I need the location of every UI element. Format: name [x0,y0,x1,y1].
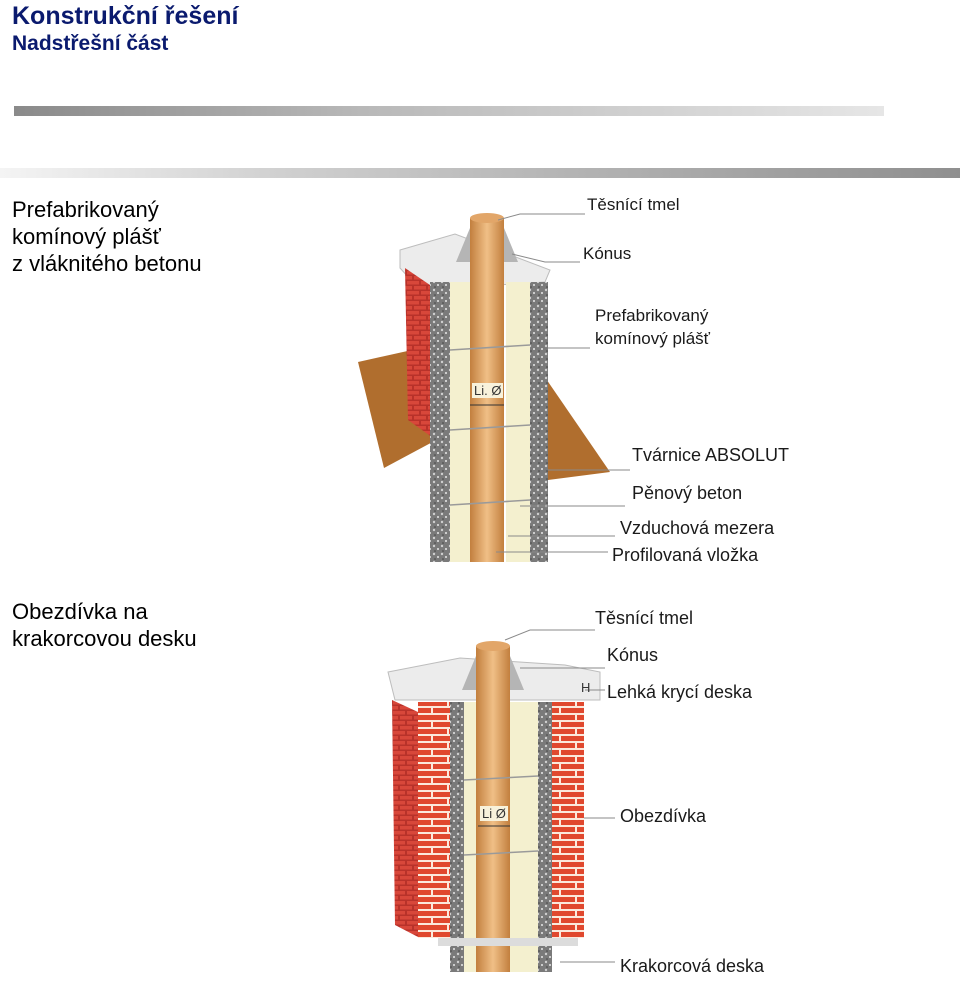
concrete-shell-right-2 [538,702,552,972]
insulation-left-2 [464,702,476,972]
label-sealant: Těsnící tmel [587,195,680,214]
brick-face-left [405,268,436,440]
section1-heading-line: Prefabrikovaný [12,197,159,222]
label-cone-2: Kónus [607,645,659,665]
page-subtitle: Nadstřešní část [12,32,169,55]
label-brick-cladding: Obezdívka [620,806,707,826]
cover-slab-marker: H [581,680,591,695]
label-profiled-liner: Profilovaná vložka [612,545,759,565]
insulation-left [450,282,470,562]
label-shell-line1: Prefabrikovaný [595,306,709,325]
label-light-cover-slab: Lehká krycí deska [607,682,753,702]
cone [456,228,470,262]
brick-cladding-left [418,702,450,938]
section2-heading-line: krakorcovou desku [12,626,197,651]
leader-lines-2 [504,629,615,963]
cone-2 [510,656,524,690]
page-title: Konstrukční řešení [12,2,239,30]
concrete-shell-left [430,282,450,562]
label-corbel-slab: Krakorcová deska [620,956,765,976]
label-cone: Kónus [583,244,632,263]
insulation-right-2 [510,702,538,972]
section2-heading-line: Obezdívka na [12,599,148,624]
flue-pipe-2-top [476,641,510,651]
insulation-right [506,282,530,562]
roof-right [540,370,610,480]
section1-heading: Prefabrikovaný komínový plášť z vláknité… [12,196,202,277]
brick-cladding-right [552,702,584,938]
concrete-shell-left-2 [450,702,464,972]
label-shell-line2: komínový plášť [595,329,711,348]
section1-heading-line: komínový plášť [12,224,161,249]
label-sealant-2: Těsnící tmel [595,608,694,628]
inner-diameter-label: Li. Ø [472,383,504,398]
section2-heading: Obezdívka na krakorcovou desku [12,598,197,652]
concrete-shell-right [530,282,548,562]
section-divider-bar [0,168,960,178]
cone [504,228,518,262]
header-divider-bar [14,106,884,116]
inner-diameter-label: Li Ø [480,806,508,821]
label-absolut-block: Tvárnice ABSOLUT [632,445,790,465]
flue-pipe-top [470,213,504,223]
label-air-gap: Vzduchová mezera [620,518,775,538]
leader-lines-1 [496,213,630,553]
corbel-slab [438,938,578,946]
label-foam-concrete: Pěnový beton [632,483,743,503]
brick-face-left-2 [392,700,420,938]
cone-2 [462,656,476,690]
section1-heading-line: z vláknitého betonu [12,251,202,276]
